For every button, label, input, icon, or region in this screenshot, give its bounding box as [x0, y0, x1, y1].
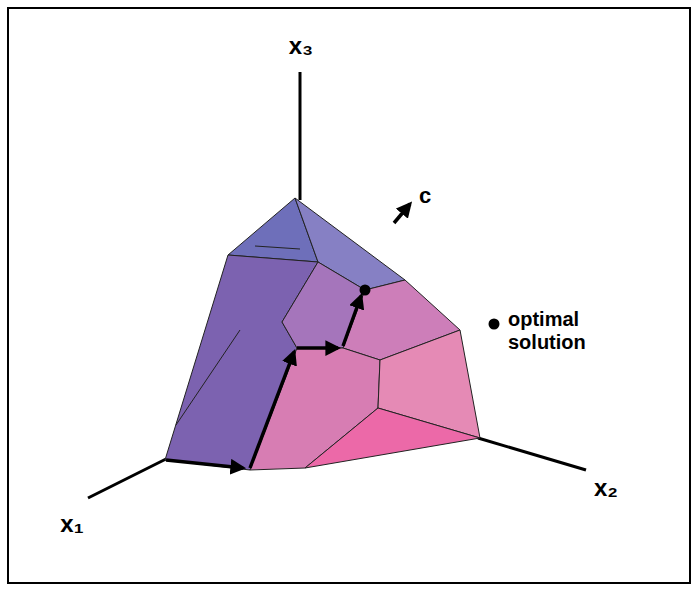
x3-axis [299, 72, 302, 200]
simplex-step [297, 346, 338, 350]
optimal-point [360, 285, 371, 296]
axis-label: x₁ [60, 511, 83, 537]
face-edge [176, 330, 240, 425]
objective-vector [394, 204, 410, 223]
x1-axis [88, 459, 166, 498]
face-edge [255, 246, 300, 249]
axis-label: x₂ [594, 475, 618, 501]
legend-entry: optimal solution [508, 308, 603, 354]
frame [8, 8, 690, 583]
simplex-step [250, 352, 294, 468]
vector-label: c [419, 184, 431, 208]
simplex-step [343, 296, 361, 346]
x2-axis [478, 438, 586, 470]
polytope-face [305, 408, 480, 468]
axis-label: x₃ [289, 33, 313, 59]
simplex-step [166, 460, 243, 468]
legend-dot [489, 319, 500, 330]
